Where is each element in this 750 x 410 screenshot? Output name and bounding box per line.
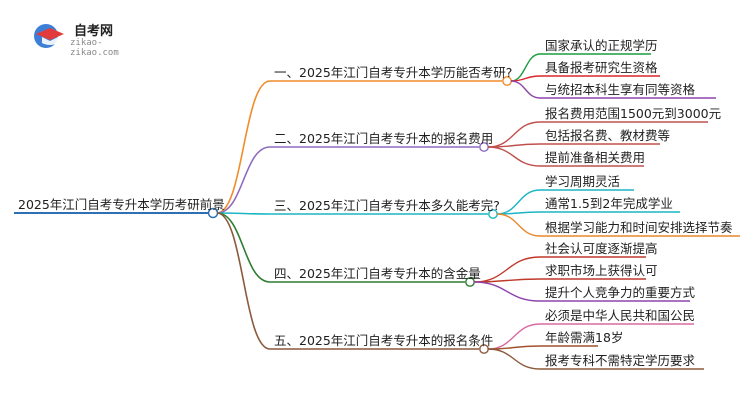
leaf-topic[interactable]: 报考专科不需特定学历要求 (545, 353, 696, 368)
leaf-connector (496, 213, 541, 237)
branch-connector (216, 80, 271, 214)
leaf-connector (487, 146, 541, 167)
leaf-connector (510, 53, 541, 82)
branch-topic-1[interactable]: 一、2025年江门自考专升本学历能否考研? (274, 65, 513, 80)
leaf-topic[interactable]: 求职市场上获得认可 (545, 263, 658, 278)
leaf-connector (473, 281, 541, 302)
leaf-topic[interactable]: 报名费用范围1500元到3000元 (545, 106, 722, 121)
branch-connector (216, 212, 271, 350)
branch-topic-3[interactable]: 三、2025年江门自考专升本多久能考完? (274, 198, 500, 213)
branch-topic-4[interactable]: 四、2025年江门自考专升本的含金量 (274, 266, 481, 281)
logo-name: 自考网 (74, 24, 114, 39)
leaf-connector (487, 121, 541, 148)
root-topic[interactable]: 2025年江门自考专升本学历考研前景 (18, 197, 225, 212)
graduation-cap-icon (34, 24, 64, 48)
leaf-topic[interactable]: 通常1.5到2年完成学业 (545, 196, 673, 211)
leaf-connector (487, 323, 541, 350)
leaf-connector (510, 80, 541, 99)
leaf-topic[interactable]: 根据学习能力和时间安排选择节奏 (545, 220, 733, 235)
branch-connector (216, 212, 271, 283)
leaf-topic[interactable]: 具备报考研究生资格 (545, 60, 658, 75)
branch-topic-5[interactable]: 五、2025年江门自考专升本的报名条件 (274, 333, 494, 348)
leaf-topic[interactable]: 与统招本科生享有同等资格 (545, 82, 696, 97)
leaf-connector (496, 189, 541, 215)
leaf-topic[interactable]: 必须是中华人民共和国公民 (545, 308, 696, 323)
leaf-topic[interactable]: 国家承认的正规学历 (545, 38, 658, 53)
logo-url: zikao-zikao.com (70, 38, 119, 58)
leaf-topic[interactable]: 提前准备相关费用 (545, 150, 646, 165)
leaf-topic[interactable]: 社会认可度逐渐提高 (545, 241, 658, 256)
site-logo[interactable]: 自考网 zikao-zikao.com (30, 18, 140, 58)
branch-connector (216, 212, 271, 215)
leaf-connector (473, 256, 541, 283)
leaf-topic[interactable]: 提升个人竞争力的重要方式 (545, 285, 696, 300)
branch-topic-2[interactable]: 二、2025年江门自考专升本的报名费用 (274, 131, 494, 146)
leaf-connector (487, 348, 541, 370)
branch-connector (216, 146, 271, 214)
leaf-connector (510, 75, 541, 82)
leaf-topic[interactable]: 学习周期灵活 (545, 174, 621, 189)
leaf-topic[interactable]: 年龄需满18岁 (545, 330, 624, 345)
leaf-topic[interactable]: 包括报名费、教材费等 (545, 128, 671, 143)
